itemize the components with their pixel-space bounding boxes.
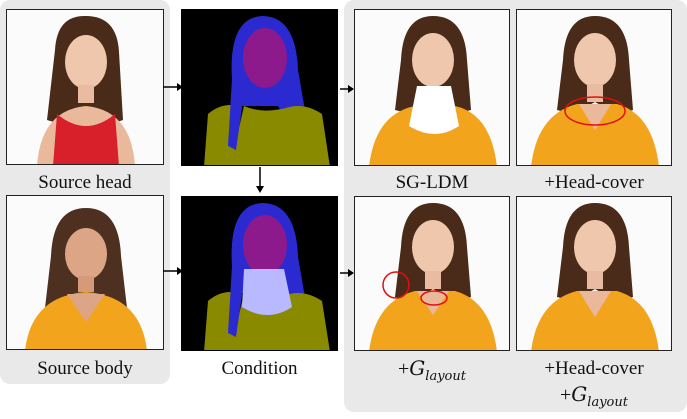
hc-g-symbol: G [571, 382, 588, 406]
source-body-caption: Source body [37, 358, 133, 379]
condition-caption: Condition [221, 358, 298, 379]
hc-g-subscript: layout [587, 395, 628, 410]
condition-map-top [181, 9, 338, 166]
g-layout-subscript: layout [425, 369, 466, 384]
arrow-source-head-to-condition [163, 83, 183, 91]
g-layout-result-image [354, 196, 510, 351]
hc-g-plus: + [560, 384, 572, 406]
arrow-condition-to-sg-ldm [340, 85, 354, 93]
arrow-condition-down [256, 167, 264, 193]
arrow-source-body-to-condition [163, 267, 183, 275]
g-layout-caption: +Glayout [354, 357, 510, 388]
artifact-highlight-ellipse [382, 271, 410, 299]
arrow-condition-to-g-layout [340, 269, 354, 277]
head-cover-g-layout-caption-line1: +Head-cover [544, 358, 644, 379]
condition-map-bottom [181, 196, 338, 351]
head-cover-g-layout-result-image [516, 196, 672, 351]
source-head-caption: Source head [38, 172, 132, 193]
head-cover-caption: +Head-cover [544, 172, 644, 193]
head-cover-result-image [516, 9, 672, 166]
source-head-image [6, 9, 164, 165]
g-layout-plus: + [398, 358, 410, 380]
g-layout-symbol: G [409, 356, 426, 380]
artifact-highlight-ellipse [564, 96, 626, 126]
sg-ldm-caption: SG-LDM [395, 172, 469, 193]
sg-ldm-result-image [354, 9, 510, 166]
head-cover-g-layout-caption-line2: +Glayout [516, 383, 672, 414]
artifact-highlight-ellipse [420, 290, 448, 306]
source-body-image [6, 195, 164, 350]
